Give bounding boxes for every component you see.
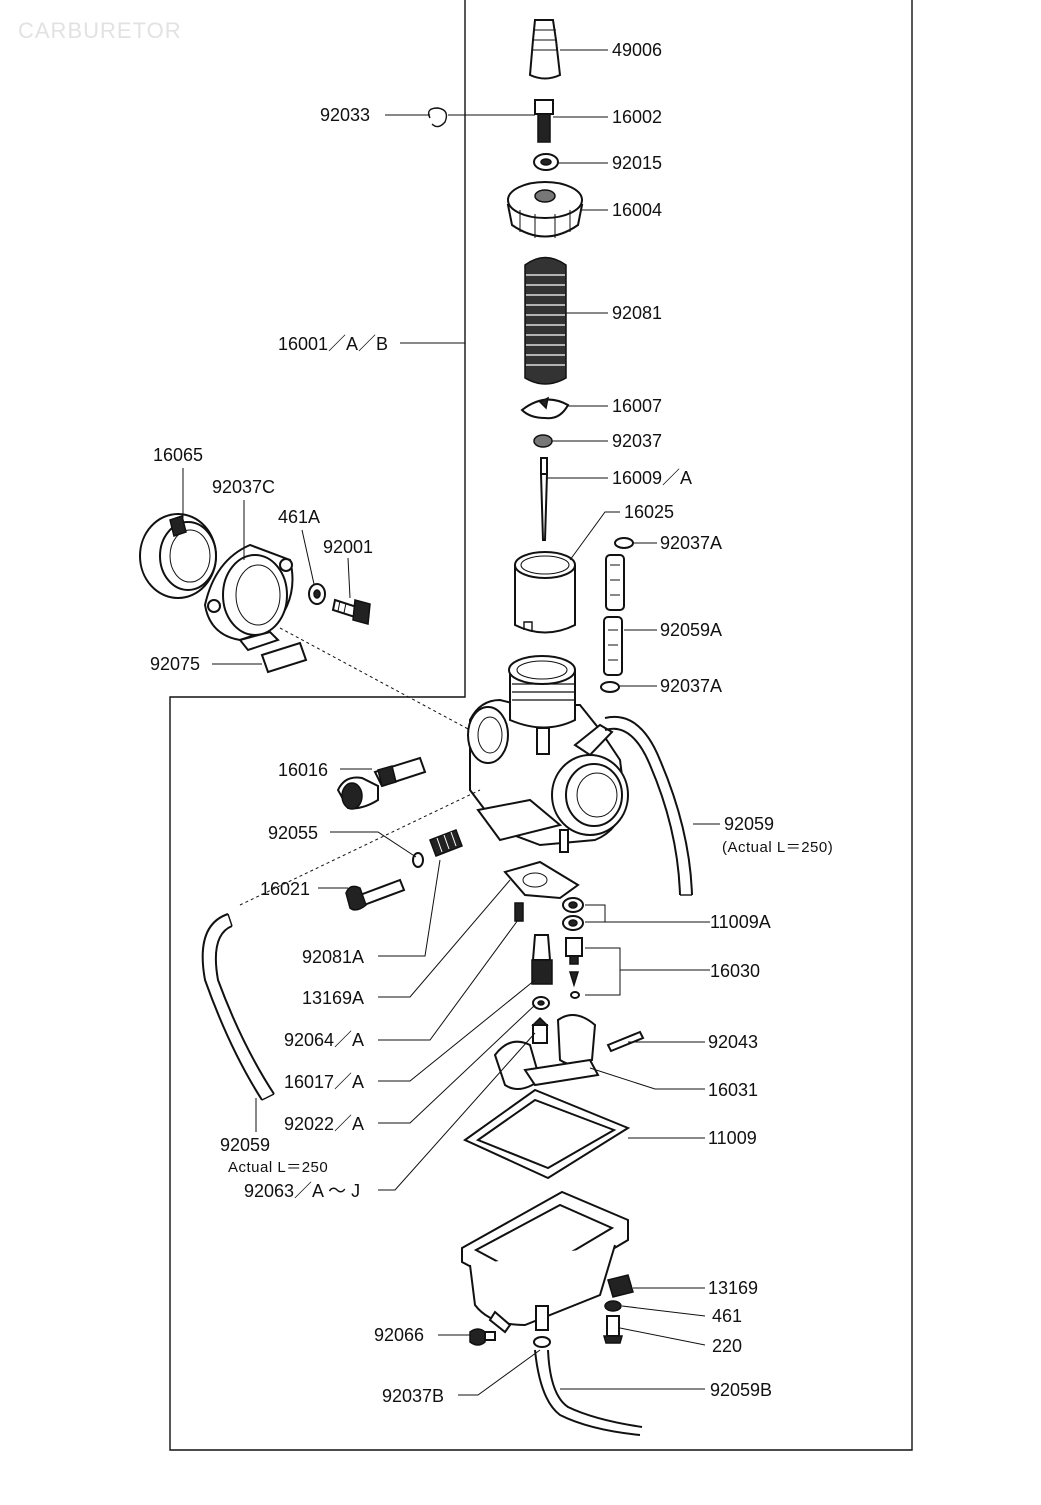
label-13169: 13169: [708, 1278, 758, 1298]
label-16009: 16009／A: [612, 468, 692, 488]
part-92066: [469, 1328, 496, 1346]
label-92063: 92063／A ～ J: [244, 1181, 360, 1201]
label-16004: 16004: [612, 200, 662, 220]
label-461A: 461A: [278, 507, 320, 527]
label-16031: 16031: [708, 1080, 758, 1100]
label-16065: 16065: [153, 445, 203, 465]
frame-lines: [169, 0, 913, 1451]
part-92022: [532, 996, 550, 1010]
label-92037: 92037: [612, 431, 662, 451]
label-92059-right: 92059: [724, 814, 774, 834]
label-16001: 16001／A／B: [278, 334, 388, 354]
part-92059-left: [201, 913, 275, 1101]
part-92081: [524, 256, 567, 385]
part-carburetor-body: [467, 655, 629, 853]
label-16025: 16025: [624, 502, 674, 522]
label-92059-left-note: Actual L＝250: [228, 1159, 328, 1176]
part-92064: [514, 902, 524, 922]
part-220: [603, 1315, 623, 1344]
label-11009: 11009: [708, 1128, 757, 1148]
label-92037B: 92037B: [382, 1386, 444, 1406]
label-92059-right-note: (Actual L＝250): [722, 839, 833, 856]
part-92055: [412, 852, 424, 868]
part-13169A: [503, 860, 580, 900]
label-16017: 16017／A: [284, 1072, 364, 1092]
part-92081A: [429, 829, 463, 857]
label-92043: 92043: [708, 1032, 758, 1052]
label-220: 220: [712, 1336, 742, 1356]
part-13169: [607, 1274, 634, 1298]
part-92063: [531, 1016, 549, 1044]
label-92081: 92081: [612, 303, 662, 323]
part-92059B: [534, 1349, 643, 1436]
label-92059-left: 92059: [220, 1135, 270, 1155]
label-92037A-bottom: 92037A: [660, 676, 722, 696]
label-92001: 92001: [323, 537, 373, 557]
leader-lines: [182, 49, 720, 1396]
part-labels: 49006 92033 16002 92015 16004 92081 1600…: [150, 40, 833, 1406]
part-16007: [520, 396, 570, 420]
label-16002: 16002: [612, 107, 662, 127]
part-49006: [528, 19, 562, 80]
part-16009: [539, 457, 549, 541]
part-92037C: [203, 543, 294, 652]
part-92001: [331, 598, 371, 625]
label-92022: 92022／A: [284, 1114, 364, 1134]
label-11009A: 11009A: [710, 912, 771, 932]
label-16016: 16016: [278, 760, 328, 780]
part-16031-float: [493, 1014, 600, 1090]
part-92043: [606, 1030, 645, 1053]
label-461: 461: [712, 1306, 742, 1326]
part-92037A-bottom: [600, 681, 620, 693]
part-16021: [345, 878, 406, 911]
part-16017: [531, 934, 553, 985]
part-461A: [308, 583, 326, 605]
part-92075: [260, 641, 308, 674]
label-92059B: 92059B: [710, 1380, 772, 1400]
part-92037B: [533, 1336, 551, 1348]
label-16021: 16021: [260, 879, 310, 899]
label-92066: 92066: [374, 1325, 424, 1345]
label-92064: 92064／A: [284, 1030, 364, 1050]
part-16025: [514, 551, 576, 634]
part-92059A: [603, 554, 625, 676]
diagram-title: CARBURETOR: [18, 18, 182, 43]
label-16007: 16007: [612, 396, 662, 416]
part-92015: [533, 153, 559, 171]
part-16016: [336, 756, 427, 810]
label-13169A: 13169A: [302, 988, 364, 1008]
part-16004: [506, 181, 584, 238]
part-11009A: [562, 897, 584, 931]
label-16030: 16030: [710, 961, 760, 981]
part-92033: [427, 107, 448, 128]
label-92037C: 92037C: [212, 477, 275, 497]
part-11009: [463, 1088, 631, 1180]
label-92059A: 92059A: [660, 620, 722, 640]
part-92037A-top: [614, 537, 634, 549]
part-92059-right: [604, 715, 693, 896]
label-92075: 92075: [150, 654, 200, 674]
part-461: [604, 1300, 622, 1312]
label-92055: 92055: [268, 823, 318, 843]
part-92037: [533, 434, 553, 448]
label-92033: 92033: [320, 105, 370, 125]
part-16002: [534, 99, 554, 143]
label-49006: 49006: [612, 40, 662, 60]
label-92081A: 92081A: [302, 947, 364, 967]
part-float-bowl: [461, 1190, 629, 1334]
part-16030: [565, 937, 583, 999]
part-16065: [139, 513, 217, 599]
label-92015: 92015: [612, 153, 662, 173]
label-92037A-top: 92037A: [660, 533, 722, 553]
